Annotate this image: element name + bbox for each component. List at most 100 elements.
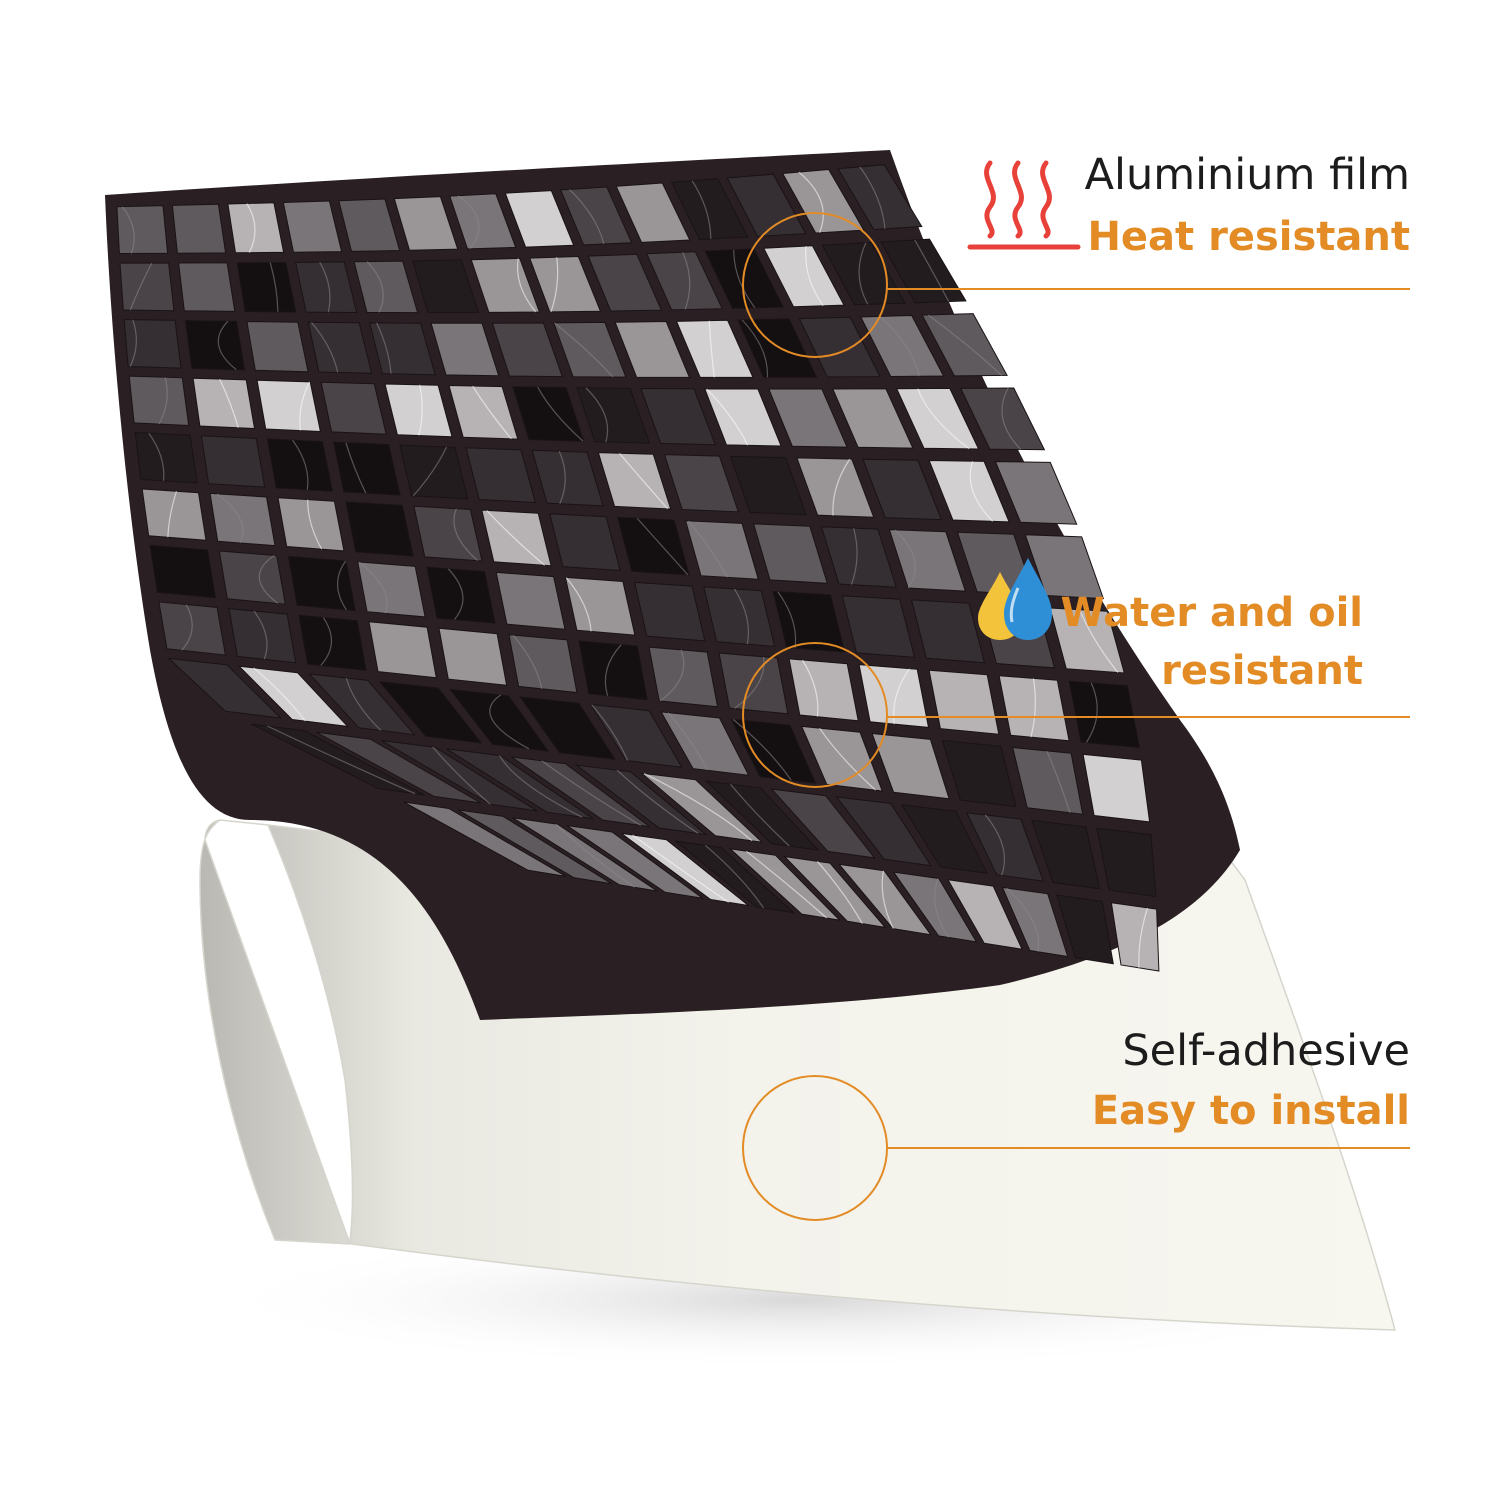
mosaic-tile (998, 675, 1070, 742)
mosaic-tile (353, 260, 419, 314)
mosaic-tile (426, 566, 496, 624)
marble-vein (816, 860, 863, 924)
mosaic-tile (796, 457, 875, 518)
marble-vein (894, 529, 916, 589)
mosaic-tile (266, 438, 334, 492)
marble-vein (934, 878, 950, 938)
marble-vein (217, 320, 237, 371)
mosaic-tile (728, 848, 842, 921)
mosaic-tile (928, 459, 1010, 523)
mosaic-tile (228, 608, 297, 664)
mosaic-tile (368, 621, 437, 679)
marble-vein (819, 727, 877, 791)
mosaic-tile (438, 627, 508, 686)
mosaic-tile (947, 879, 1023, 950)
mosaic-tile (119, 262, 175, 312)
mosaic-tile (1082, 753, 1151, 823)
mosaic-tile (449, 193, 517, 250)
marble-vein (253, 610, 268, 660)
mosaic-tile (730, 718, 817, 784)
marble-vein (412, 446, 448, 497)
marble-vein (453, 508, 479, 562)
mosaic-tile (675, 319, 754, 378)
marble-vein (516, 258, 537, 313)
mosaic-tile (614, 320, 691, 378)
marble-vein (418, 384, 423, 436)
marble-vein (319, 261, 331, 313)
mosaic-tile (858, 664, 930, 728)
mosaic-tile (218, 550, 286, 605)
mosaic-tile (737, 318, 818, 378)
mosaic-tile (192, 377, 256, 430)
mosaic-tile (633, 581, 706, 642)
marble-vein (299, 381, 311, 431)
mosaic-tile (378, 681, 483, 744)
mosaic-tile (413, 505, 483, 562)
mosaic-tile (587, 253, 663, 312)
mosaic-tile (705, 780, 820, 851)
marble-vein (219, 378, 239, 428)
mosaic-tile (768, 388, 848, 448)
marble-vein (345, 442, 367, 494)
mosaic-tile (835, 796, 932, 867)
marble-vein (632, 834, 730, 903)
mosaic-tile (393, 196, 459, 251)
mosaic-tile (294, 261, 358, 314)
feature-heat-title: Aluminium film (1084, 150, 1410, 200)
mosaic-tile (495, 571, 566, 630)
marble-vein (805, 246, 824, 307)
mosaic-tile (1024, 534, 1105, 600)
marble-vein (537, 386, 584, 442)
mosaic-tile (338, 198, 401, 252)
marble-vein (569, 188, 605, 245)
marble-vein (512, 634, 543, 690)
marble-vein (432, 746, 491, 805)
mosaic-tile (549, 513, 621, 572)
mosaic-tile (508, 634, 578, 694)
mosaic-tile (171, 203, 227, 254)
mosaic-tile (200, 435, 266, 488)
marble-vein (733, 588, 750, 645)
marble-vein (659, 649, 685, 702)
mosaic-tile (1110, 902, 1160, 972)
mosaic-tile (770, 788, 876, 859)
mosaic-tile (1056, 894, 1114, 965)
mosaic-tile (333, 441, 401, 496)
marble-vein (706, 388, 749, 446)
marble-vein (732, 718, 792, 781)
marble-vein (358, 561, 388, 614)
mosaic-tile (880, 238, 967, 304)
mosaic-tile (660, 711, 750, 776)
marble-vein (336, 560, 347, 611)
callout-circle-heat (742, 212, 888, 358)
mosaic-tile (646, 251, 723, 311)
mosaic-tile (617, 516, 690, 576)
marble-vein (320, 617, 332, 666)
mosaic-tile (256, 379, 322, 433)
mosaic-tile (412, 259, 480, 314)
mosaic-tile (800, 725, 883, 792)
marble-vein (969, 461, 994, 522)
mosaic-tile (209, 492, 276, 547)
marble-vein (667, 712, 708, 771)
mosaic-tile (316, 731, 482, 804)
marble-vein (129, 262, 153, 311)
mosaic-tile (465, 447, 537, 504)
mosaic-tile (576, 387, 651, 444)
mosaic-tile (772, 590, 846, 653)
mosaic-tile (504, 190, 575, 248)
mosaic-tile (597, 452, 672, 510)
mosaic-tile (900, 804, 988, 874)
mosaic-tile (307, 321, 373, 374)
marble-vein (734, 656, 765, 709)
mosaic-tile (704, 388, 782, 447)
marble-vein (486, 509, 546, 566)
marble-vein (1030, 678, 1036, 738)
mosaic-tile (1031, 819, 1101, 890)
mosaic-tile (287, 555, 356, 612)
mosaic-tile (528, 255, 602, 313)
mosaic-tile (227, 202, 285, 254)
mosaic-tile (123, 319, 182, 369)
marble-vein (682, 252, 691, 310)
mosaic-tile (837, 863, 932, 936)
